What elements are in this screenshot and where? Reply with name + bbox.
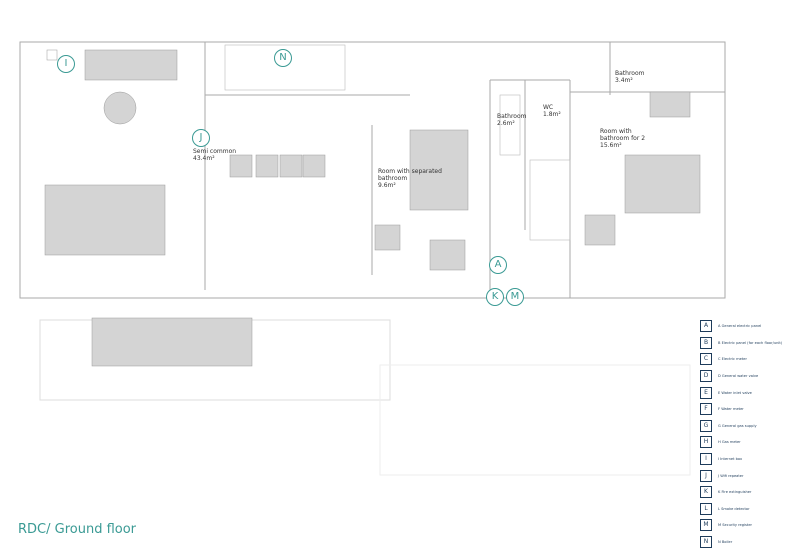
shower (499, 94, 521, 156)
staircase (224, 44, 346, 91)
room-name: Room with bathroom for 2 (600, 128, 646, 142)
legend-label: I Internet box (718, 457, 743, 462)
legend-item: H H Gas meter (700, 434, 800, 451)
room-name: Bathroom (497, 113, 527, 120)
marker-electric-panel: A (489, 256, 507, 274)
room-name: Room with separated bathroom (378, 168, 442, 182)
terrace-table (91, 317, 253, 367)
room-name: Bathroom (615, 70, 645, 77)
legend-item: E E Water inlet valve (700, 384, 800, 401)
box (46, 49, 58, 61)
staircase (529, 159, 571, 241)
outer-wall (19, 41, 726, 299)
stool (229, 154, 253, 178)
legend-item: G G General gas supply (700, 418, 800, 435)
legend-label: E Water inlet valve (718, 390, 752, 395)
room-area: 9.6m² (378, 182, 396, 189)
room-area: 2.6m² (497, 120, 515, 127)
smoke-detector-icon: L (700, 502, 712, 515)
stool (255, 154, 279, 178)
chair (584, 214, 616, 246)
room-area: 3.4m² (615, 77, 633, 84)
legend-item: C C Electric meter (700, 351, 800, 368)
electric-meter-icon: C (700, 353, 712, 366)
router-icon: I (700, 453, 712, 466)
bed (409, 129, 469, 211)
legend-label: L Smoke detector (718, 506, 750, 511)
marker-boiler: N (274, 49, 292, 67)
legend-label: M Security register (718, 523, 753, 528)
legend-item: N N Boiler (700, 534, 800, 551)
desk (429, 239, 466, 271)
stool (302, 154, 326, 178)
legend-item: B B Electric panel (for each floor/unit) (700, 335, 800, 352)
legend-label: D General water valve (718, 374, 759, 379)
legend-label: J Wifi repeater (718, 473, 744, 478)
fire-extinguisher-icon: K (700, 486, 712, 499)
legend-item: K K Fire extinguisher (700, 484, 800, 501)
wifi-icon: J (700, 469, 712, 482)
sofa (84, 49, 178, 81)
floor-title: RDC/ Ground floor (18, 522, 137, 537)
room-name: WC (543, 104, 554, 111)
water-tap-icon: E (700, 386, 712, 399)
legend-label: F Water meter (718, 407, 744, 412)
gas-meter-icon: H (700, 436, 712, 449)
legend-label: H Gas meter (718, 440, 741, 445)
legend-label: G General gas supply (718, 423, 757, 428)
legend-label: A General electric panel (718, 324, 762, 329)
legend-item: A A General electric panel (700, 318, 800, 335)
legend-label: B Electric panel (for each floor/unit) (718, 340, 783, 345)
room-area: 15.6m² (600, 142, 622, 149)
electric-panel-unit-icon: B (700, 336, 712, 349)
legend-item: D D General water valve (700, 368, 800, 385)
garden (379, 364, 691, 476)
room-area: 43.4m² (193, 155, 215, 162)
legend-label: N Boiler (718, 540, 733, 545)
water-valve-icon: D (700, 370, 712, 383)
legend-item: L L Smoke detector (700, 501, 800, 518)
room-area: 1.8m² (543, 111, 561, 118)
room-name: Semi common (193, 148, 237, 155)
boiler-icon: N (700, 536, 712, 549)
legend-item: J J Wifi repeater (700, 467, 800, 484)
marker-security-register: M (506, 288, 524, 306)
legend-item: F F Water meter (700, 401, 800, 418)
bed-double (624, 154, 701, 214)
water-meter-icon: F (700, 403, 712, 416)
stool (279, 154, 303, 178)
marker-wifi-repeater: J (192, 129, 210, 147)
legend-item: M M Security register (700, 517, 800, 534)
marker-fire-extinguisher: K (486, 288, 504, 306)
marker-internet-box: I (57, 55, 75, 73)
dining-table (44, 184, 166, 256)
electric-panel-icon: A (700, 320, 712, 333)
cabinet (649, 91, 691, 118)
gas-supply-icon: G (700, 419, 712, 432)
legend-item: I I Internet box (700, 451, 800, 468)
legend-label: K Fire extinguisher (718, 490, 752, 495)
chair (374, 224, 401, 251)
book-icon: M (700, 519, 712, 532)
legend-label: C Electric meter (718, 357, 747, 362)
round-table (103, 91, 137, 125)
